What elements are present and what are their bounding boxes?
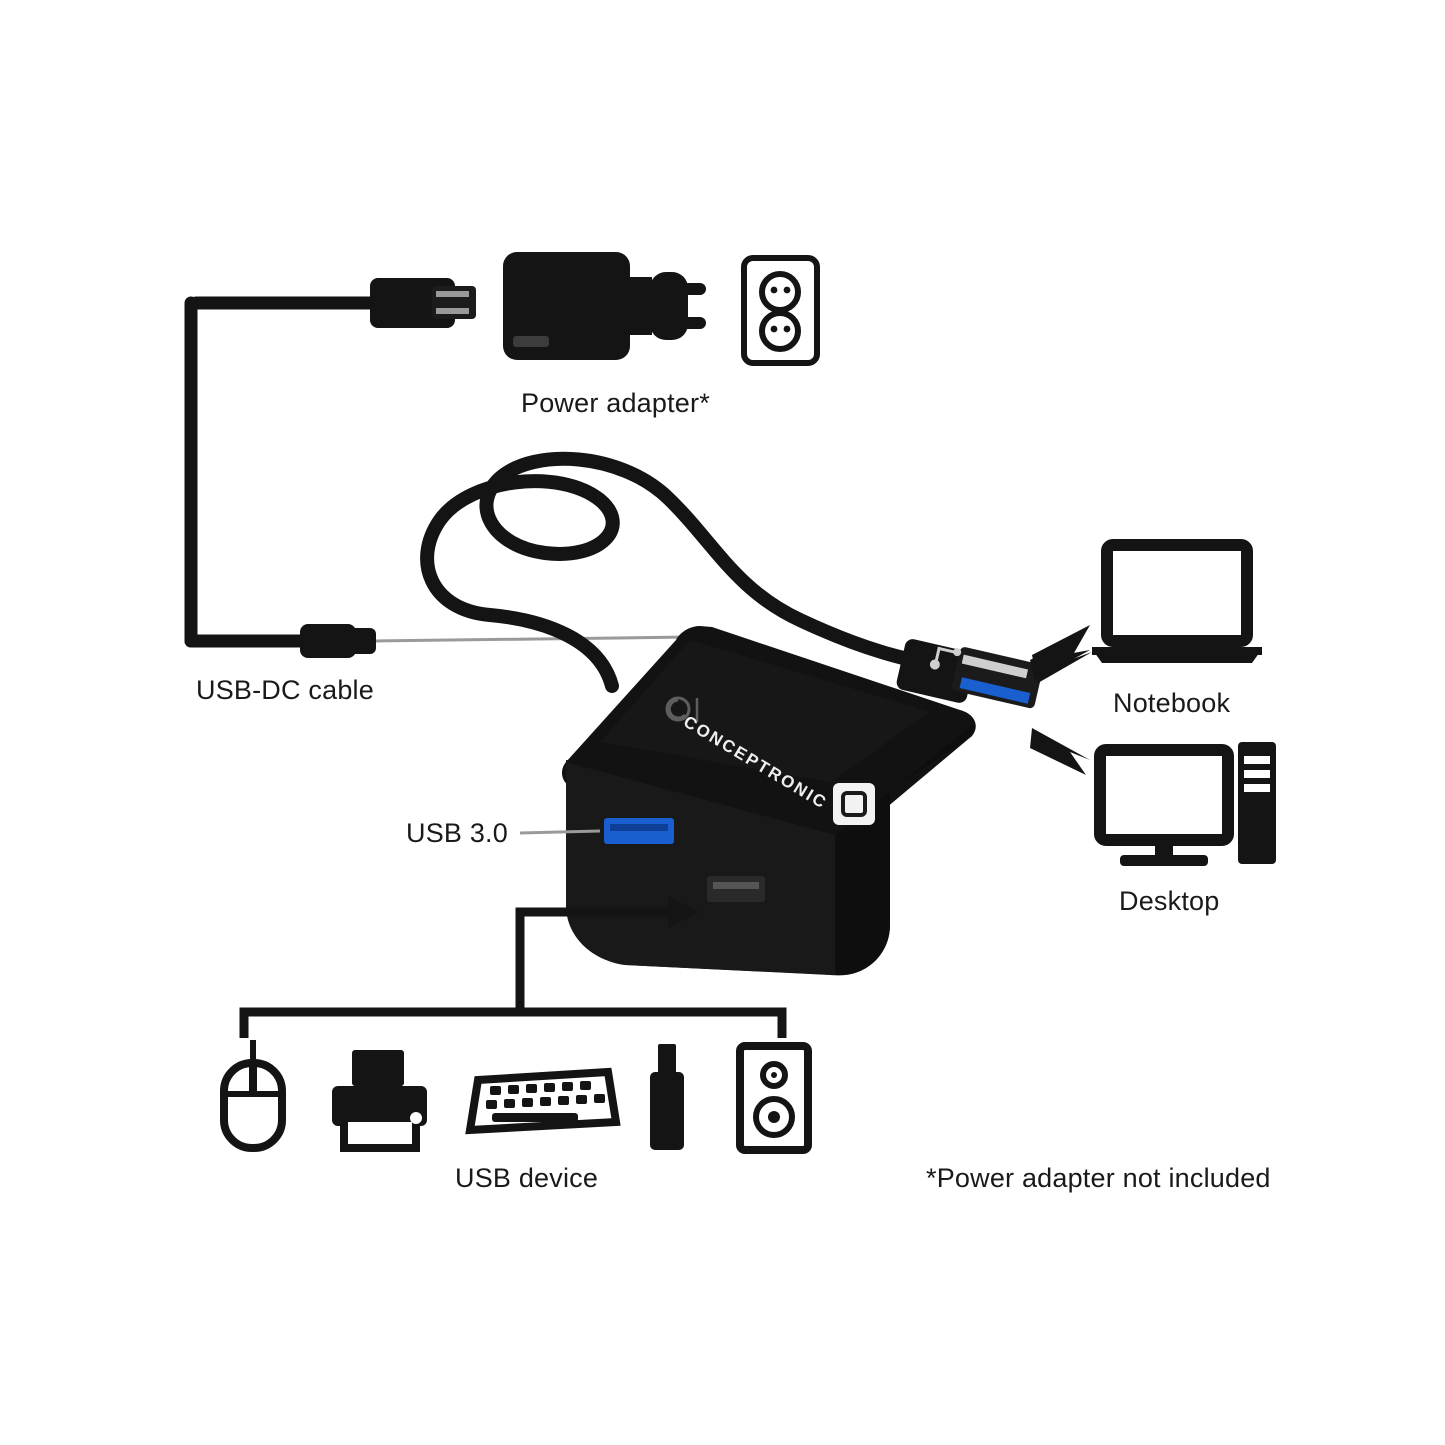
- label-footnote: *Power adapter not included: [926, 1163, 1271, 1193]
- usb-flash-drive-icon: [650, 1044, 684, 1150]
- arrow-to-desktop: [1030, 728, 1090, 775]
- usb-hub-icon: [562, 626, 976, 976]
- label-usb-device: USB device: [455, 1163, 599, 1193]
- label-notebook: Notebook: [1113, 688, 1231, 718]
- speaker-icon: [736, 1042, 812, 1154]
- usb-device-bracket: [239, 907, 787, 1038]
- label-usb-30: USB 3.0: [406, 818, 508, 848]
- hub-cable: [420, 451, 942, 693]
- label-usb-dc-cable: USB-DC cable: [196, 675, 374, 705]
- power-adapter-icon: [503, 252, 706, 360]
- mouse-icon: [220, 1040, 286, 1152]
- leader-line-usb-dc: [375, 635, 691, 643]
- keyboard-icon: [465, 1067, 621, 1135]
- wall-socket-icon: [741, 255, 820, 366]
- leader-line-usb30: [519, 829, 601, 835]
- label-desktop: Desktop: [1119, 886, 1220, 916]
- brand-logo: [665, 696, 699, 722]
- arrow-to-notebook: [1030, 625, 1092, 683]
- usb-device-arrowhead: [668, 896, 700, 928]
- label-power-adapter: Power adapter*: [521, 388, 710, 418]
- usb-a-plug-icon: [896, 639, 1043, 709]
- notebook-icon: [1092, 539, 1262, 663]
- desktop-icon: [1094, 742, 1276, 866]
- printer-icon: [332, 1050, 427, 1152]
- usb-dc-cable-icon: [184, 278, 476, 658]
